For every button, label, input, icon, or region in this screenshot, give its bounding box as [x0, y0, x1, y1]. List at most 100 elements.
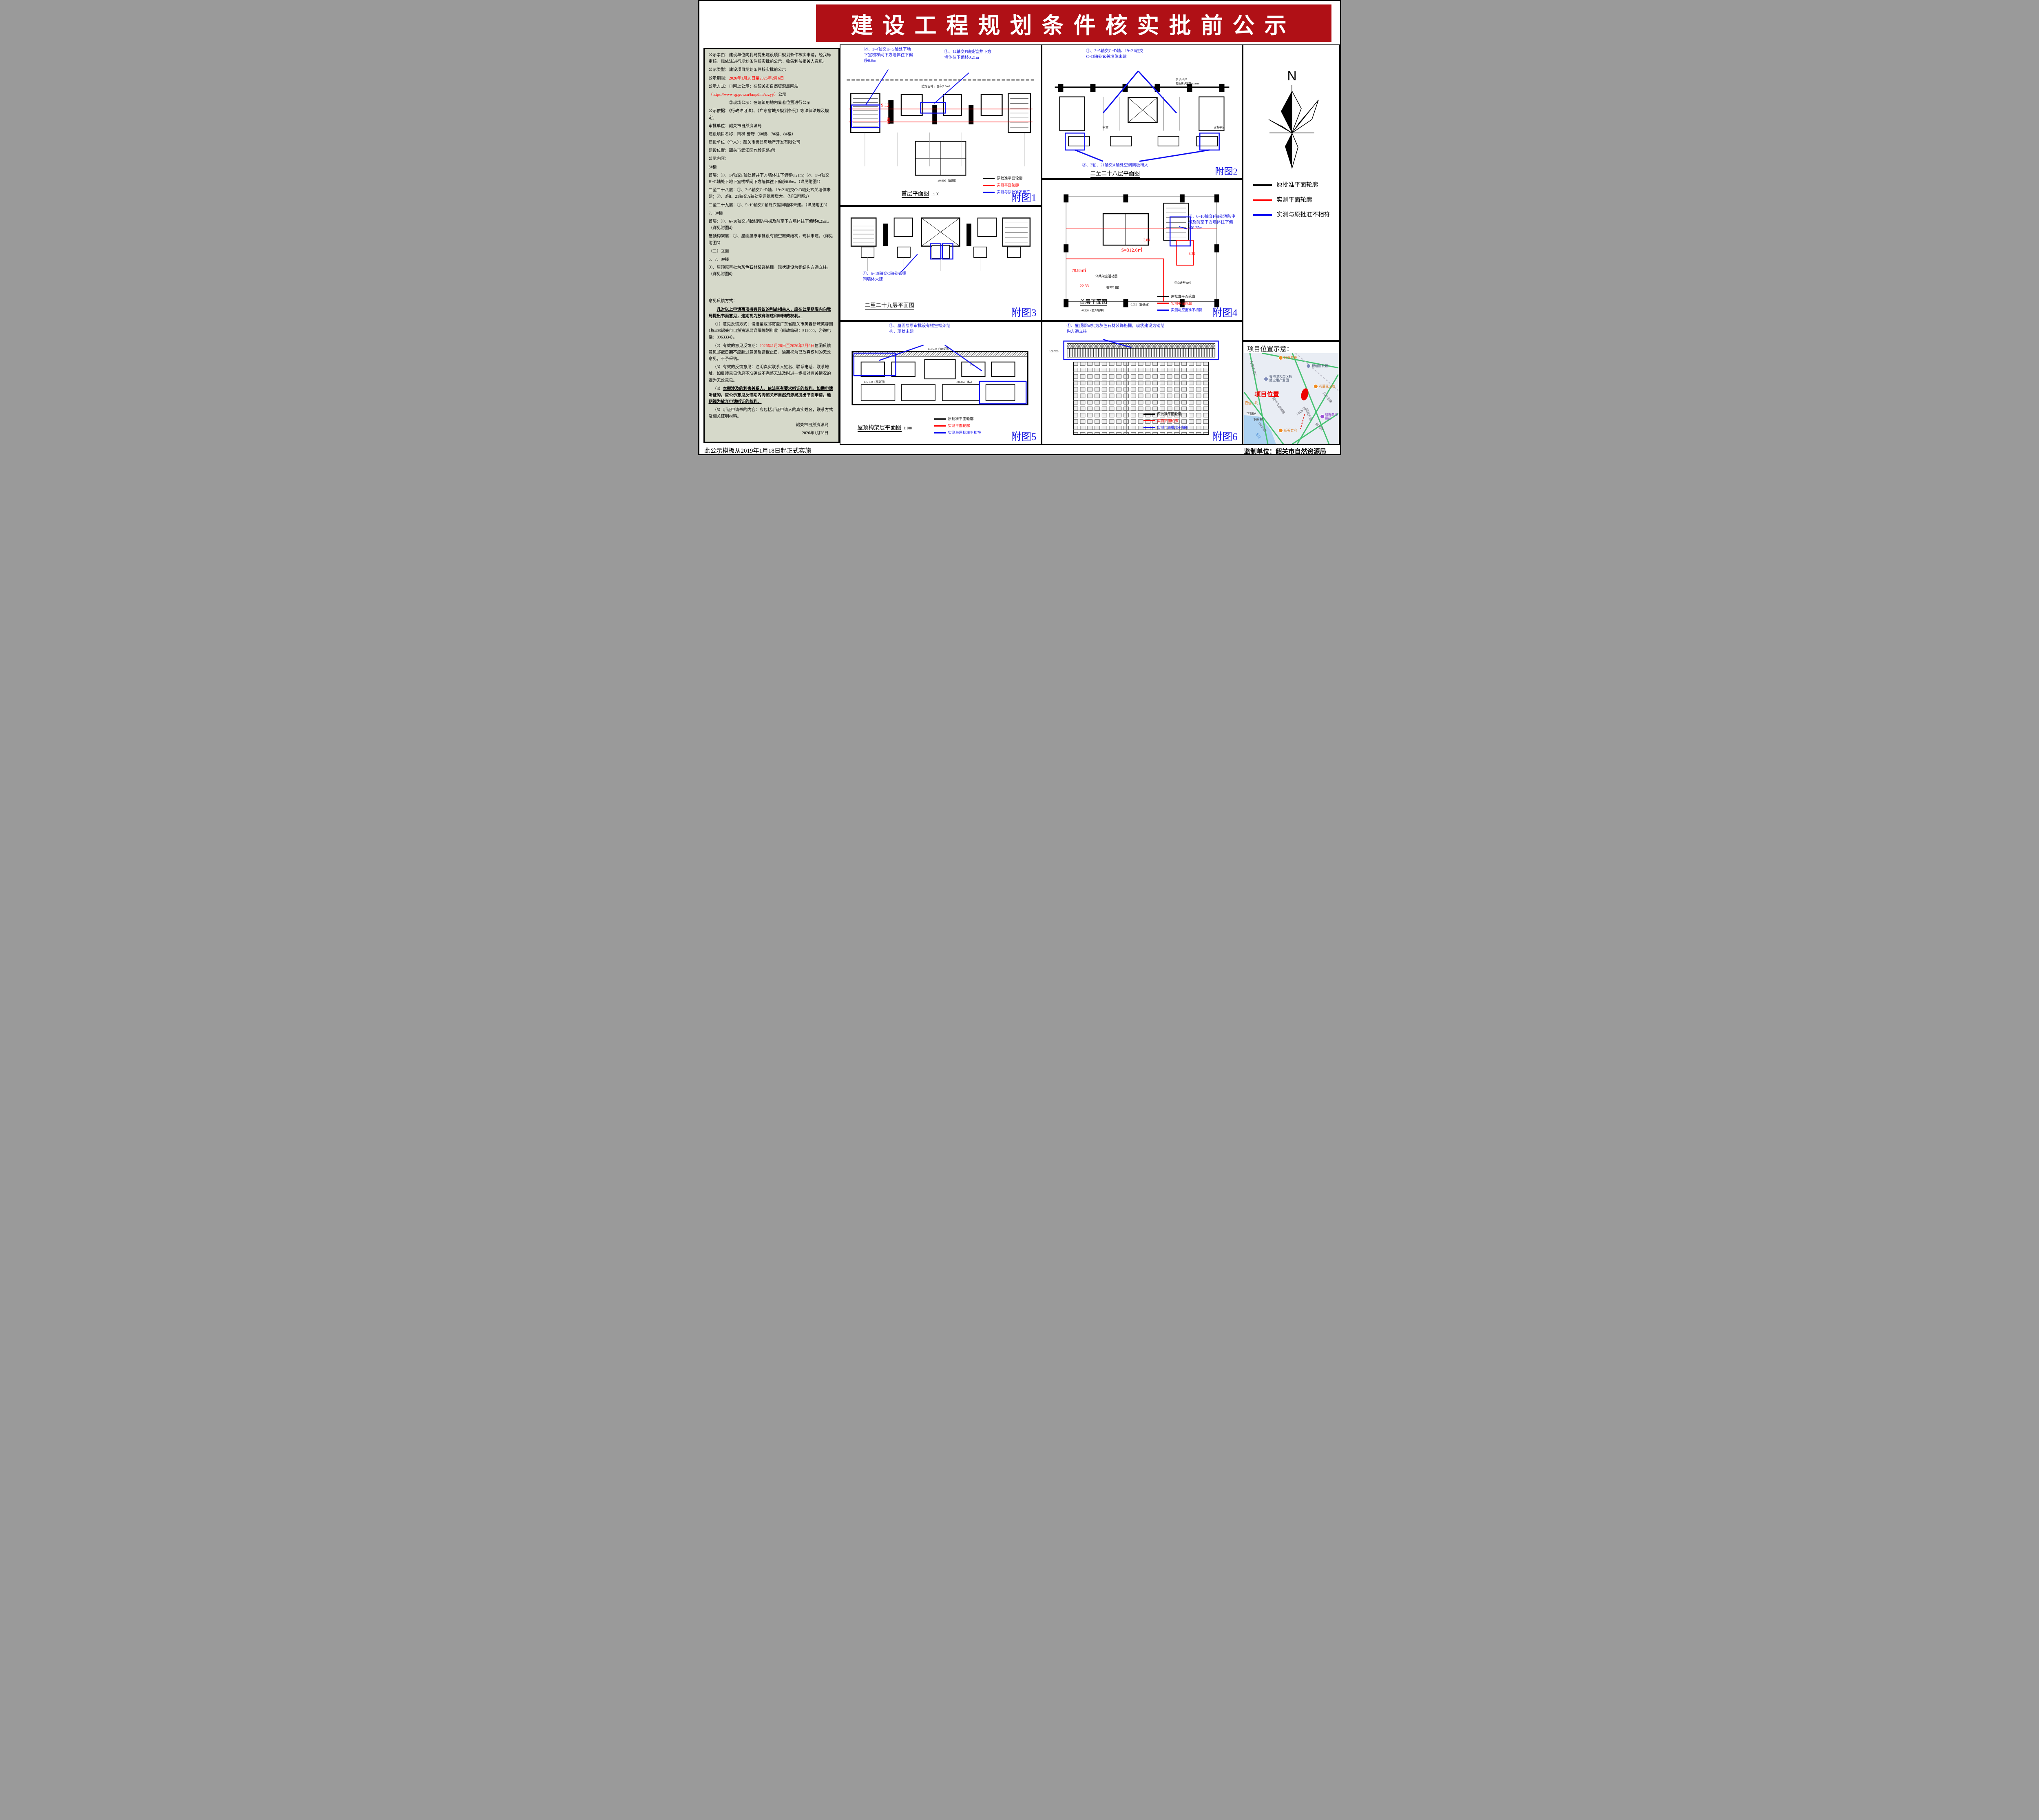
legend-item-approved: 原批准平面轮廓	[934, 417, 981, 421]
figure-3-panel: ①、5~19轴交C轴处衣帽间墙体未建 二至二十九层平面图 附图3	[839, 206, 1042, 321]
fig1-annotation-left: ②、1~4轴交H~G轴处下地下室楼梯间下方墙体往下偏移0.6m	[864, 47, 913, 63]
legend-line-black	[934, 418, 946, 420]
fig3-drawing	[850, 217, 1031, 272]
legend-line-blue	[1143, 427, 1155, 428]
fig4-drawing: S=312.6㎡ 70.85㎡ 22.33 3.84 6.34 公共架空活动层 …	[1063, 194, 1219, 312]
figure-5-panel: 104.650（饰线顶） 105.150（反梁顶） 104.650（结） 2% …	[839, 321, 1042, 445]
legend-line-blue	[983, 192, 995, 193]
building-6: 6#楼	[708, 165, 717, 170]
section-facade: （二）立面	[708, 249, 729, 254]
legend-item-mismatch: 实测与原批准不相符	[983, 190, 1030, 194]
legend-label: 实测平面轮廓	[1276, 197, 1312, 203]
plan-linework	[1063, 194, 1219, 307]
feedback-intro: 凡对以上申请事项持有异议的利益相关人，应在公示期限内向我局提出书面意见，逾期视为…	[708, 307, 831, 318]
template-note: 此公示模板从2019年1月18日起正式实施	[704, 448, 812, 454]
feedback-5: （5）听证申请书的内容：应包括听证申请人的真实姓名，联系方式及相关证明材料。	[708, 408, 833, 419]
legend-item-mismatch: 实测与原批准不相符	[1253, 212, 1330, 218]
legend-line-black	[1157, 296, 1169, 297]
fig4-dim-a: 70.85㎡	[1072, 268, 1086, 273]
legend-item-measured: 实测平面轮廓	[934, 424, 981, 428]
map-title: 项目位置示意：	[1247, 346, 1293, 353]
signature-org: 韶关市自然资源局	[796, 422, 829, 427]
fig4-note-c: 竖向造型饰线	[1174, 281, 1191, 285]
construction-location: 建设位置：韶关市武江区九龄东路8号	[708, 148, 776, 153]
fig5-annotation: ①、屋面层原审批设有镂空框架结构，现状未建	[889, 324, 951, 334]
project-location-label: 项目位置	[1254, 391, 1279, 398]
legend-line-red	[934, 425, 946, 427]
fig6-legend: 原批准平面轮廓 实测平面轮廓 实测与原批准不相符	[1143, 412, 1189, 433]
notice-url: （https://www.sg.gov.cn/bmpdlm/zrzyj/）	[708, 92, 778, 97]
map-poi-label: 新福食府	[1284, 429, 1297, 432]
building-78-roof: 屋顶构架层：①、屋面层原审批设有镂空框架结构，现状未建。（详见附图5）	[708, 234, 833, 245]
legend-label: 原批准平面轮廓	[1276, 182, 1318, 188]
fig4-dim-d: 6.34	[1188, 252, 1195, 256]
construction-unit: 建设单位（个人）：韶关市誉昌房地产开发有限公司	[708, 140, 801, 145]
notice-period-label: 公示期限：	[708, 76, 729, 81]
fig4-note-d: -0.050（最低处）	[1130, 303, 1151, 306]
fig4-caption: 首层平面图	[1079, 297, 1107, 306]
fig4-note-e: -0.300（室外地坪）	[1081, 308, 1105, 312]
poi-dot-icon	[1320, 414, 1325, 419]
poi-dot-icon	[1313, 384, 1318, 389]
feedback-2-pre: （2）有效的意见反馈期：	[712, 343, 760, 348]
notice-text-panel: 公示事由：建设单位向我局提出建设项目规划条件核实申请，经我局审核，现依法进行规划…	[703, 48, 840, 443]
fig5-legend: 原批准平面轮廓 实测平面轮廓 实测与原批准不相符	[934, 417, 981, 438]
fig4-caption-name: 首层平面图	[1079, 299, 1107, 306]
fig4-annotation: ①、6~10轴交F轴处消防电梯及前室下方墙体往下偏移0.25m	[1188, 215, 1236, 230]
spacer	[709, 279, 834, 298]
fig2-caption: 二至二十八层平面图	[1090, 169, 1140, 178]
location-map: 园春茶楼 碧桂园云著 粤港澳大湾区数据应用产业园 花囍花艺咖 项目位置 九龄东路…	[1244, 353, 1338, 444]
notice-period-date: 2026年1月28日至2026年2月6日	[729, 76, 784, 81]
legend-label: 实测与原批准不相符	[1157, 425, 1189, 429]
legend-item-approved: 原批准平面轮廓	[1157, 295, 1203, 299]
map-poi-label: 园春茶楼	[1284, 356, 1297, 360]
legend-line-blue	[1253, 214, 1272, 216]
fig6-note-a: 100.700	[1049, 350, 1059, 353]
legend-label: 原批准平面轮廓	[1157, 412, 1182, 416]
fig5-note-c: 104.650（结）	[956, 380, 973, 384]
building-6-f2-28: 二至二十八层：①、3~5轴交C~D轴、19~21轴交C~D轴处玄关墙体未建；②、…	[708, 188, 831, 199]
fig4-note-a: 公共架空活动层	[1095, 274, 1117, 278]
feedback-2: （2）有效的意见反馈期：2026年1月28日至2026年2月6日信函反馈意见邮戳…	[709, 343, 834, 363]
map-poi-label: 知古斋连锁超	[1325, 413, 1338, 420]
poi-dot-icon	[1278, 356, 1283, 360]
legend-panel: N 原批准平面轮廓 实测平面轮廓 实测与原批准不相符	[1242, 44, 1340, 341]
fig5-note-d: 2%	[970, 364, 973, 367]
figure-2-panel: 防护栏杆 有效防护高度900mm 中空 设备平台 ①、3~5轴交C~D轴、19~…	[1041, 44, 1243, 179]
fig3-caption: 二至二十九层平面图	[865, 301, 914, 310]
fig5-drawing: 104.650（饰线顶） 105.150（反梁顶） 104.650（结） 2%	[851, 345, 1028, 405]
notice-url-tail: 公示	[778, 92, 787, 97]
map-poi-label: 碧桂园云著	[1311, 364, 1328, 368]
fig4-dim-b: 22.33	[1079, 284, 1088, 288]
plan-linework	[846, 69, 1035, 176]
map-poi-label: 下胡屋	[1246, 412, 1256, 416]
supervisor-note: 监制单位：韶关市自然资源局	[1244, 448, 1327, 455]
fig1-label: 附图1	[1011, 192, 1037, 203]
content-heading: 公示内容：	[708, 157, 729, 161]
fig5-note-b: 105.150（反梁顶）	[863, 380, 887, 384]
notice-period: 公示期限：2026年1月28日至2026年2月6日	[709, 75, 834, 82]
poi-dot-icon	[1278, 428, 1283, 433]
building-78-floor1: 首层：①、6~10轴交F轴处消防电梯及前室下方墙体往下偏移0.25m。（详见附图…	[708, 219, 832, 231]
elevation-linework	[1063, 339, 1219, 435]
plan-linework	[850, 217, 1031, 272]
notice-body: 公示事由：建设单位向我局提出建设项目规划条件核实申请，经我局审核，现依法进行规划…	[709, 52, 834, 438]
legend-line-black	[983, 178, 995, 179]
figure-4-panel: S=312.6㎡ 70.85㎡ 22.33 3.84 6.34 公共架空活动层 …	[1041, 179, 1243, 321]
fig4-area-a: S=312.6㎡	[1121, 247, 1142, 253]
page-title: 建设工程规划条件核实批前公示	[816, 4, 1331, 42]
fig2-annotation-bottom: ②、3轴、21轴交A轴处空调飘板增大	[1082, 163, 1148, 168]
main-legend: 原批准平面轮廓 实测平面轮廓 实测与原批准不相符	[1253, 182, 1330, 227]
fig1-caption-scale: 1:100	[931, 192, 940, 196]
fig4-dim-c: 3.84	[1143, 238, 1150, 242]
fig1-drawing: 9.12 0.80 防烟百叶，面积3.6m2 ±0.000（建筑）	[846, 69, 1035, 183]
legend-line-blue	[1157, 309, 1169, 311]
fig3-annotation: ①、5~19轴交C轴处衣帽间墙体未建	[862, 272, 907, 282]
building-678: 6、7、8#楼	[708, 257, 729, 262]
legend-label: 原批准平面轮廓	[1171, 294, 1196, 299]
fig1-note-a: 防烟百叶，面积3.6m2	[921, 84, 950, 88]
legend-label: 实测平面轮廓	[1171, 301, 1192, 305]
feedback-heading: 意见反馈方式：	[708, 299, 737, 304]
